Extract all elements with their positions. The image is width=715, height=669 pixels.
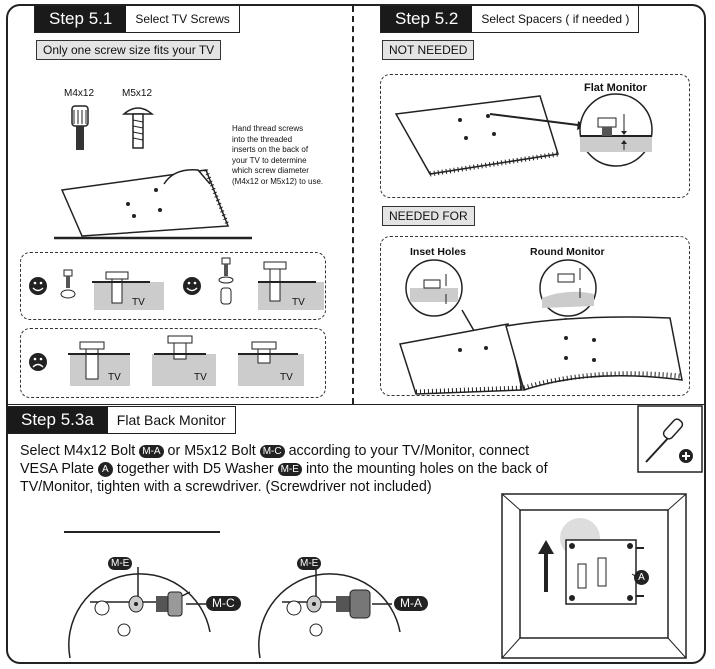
- column-divider: [352, 6, 354, 404]
- tv-label-1: TV: [132, 297, 145, 308]
- tv-label-2: TV: [292, 297, 305, 308]
- bolt-m-a-badge: M-A: [139, 445, 164, 458]
- section-divider: [8, 404, 704, 405]
- step-title: Flat Back Monitor: [116, 412, 226, 428]
- washer-m-e-badge: M-E: [277, 463, 302, 476]
- instruction-frame: [6, 4, 706, 664]
- correct-fit-examples: [29, 257, 324, 310]
- not-needed-tag: NOT NEEDED: [382, 40, 475, 60]
- screw-illustrations: [71, 105, 155, 150]
- needed-for-tag: NEEDED FOR: [382, 206, 475, 226]
- screwdriver-icon: [637, 405, 703, 473]
- callout-vesa-plate: A: [634, 570, 649, 585]
- screw-label-m4: M4x12: [64, 88, 95, 99]
- inset-holes-label: Inset Holes: [410, 246, 467, 258]
- screw-size-tag: Only one screw size fits your TV: [36, 40, 222, 60]
- spacer-needed-box: [380, 236, 690, 396]
- step-number: Step 5.2: [381, 6, 473, 32]
- bolt-detail-illustrations: [64, 531, 401, 659]
- callout-bolt-m-a: M-A: [394, 596, 428, 611]
- bolt-m-c-badge: M-C: [259, 445, 285, 458]
- step-number: Step 5.3a: [7, 407, 108, 433]
- wrong-fit-box: [20, 328, 326, 398]
- callout-washer-1: M-E: [108, 557, 133, 570]
- tv-label-3: TV: [108, 372, 121, 383]
- step-title: Select Spacers ( if needed ): [481, 12, 630, 26]
- flat-monitor-illustration: [394, 93, 653, 177]
- wrong-fit-examples: [29, 335, 304, 386]
- tv-label-5: TV: [280, 372, 293, 383]
- vesa-plate-badge: A: [97, 462, 113, 477]
- callout-washer-2: M-E: [297, 557, 322, 570]
- step-5-2-header: Step 5.2 Select Spacers ( if needed ): [380, 5, 640, 33]
- spacer-needed-illustration: [399, 259, 683, 395]
- step-number: Step 5.1: [35, 6, 127, 32]
- vesa-plate-illustration: [501, 493, 687, 659]
- instruction-text: Select M4x12 Bolt M-A or M5x12 Bolt M-C …: [20, 443, 548, 495]
- step-5-1-header: Step 5.1 Select TV Screws: [34, 5, 240, 33]
- screw-label-m5: M5x12: [122, 88, 153, 99]
- tv-back-illustration: [54, 169, 252, 240]
- step-title: Select TV Screws: [135, 12, 230, 26]
- correct-fit-box: [20, 252, 326, 320]
- callout-bolt-m-c: M-C: [206, 596, 241, 611]
- round-monitor-label: Round Monitor: [530, 246, 605, 258]
- flat-monitor-label: Flat Monitor: [584, 82, 647, 94]
- step-5-3a-header: Step 5.3a Flat Back Monitor: [6, 406, 236, 434]
- flat-monitor-box: [380, 74, 690, 198]
- tv-label-4: TV: [194, 372, 207, 383]
